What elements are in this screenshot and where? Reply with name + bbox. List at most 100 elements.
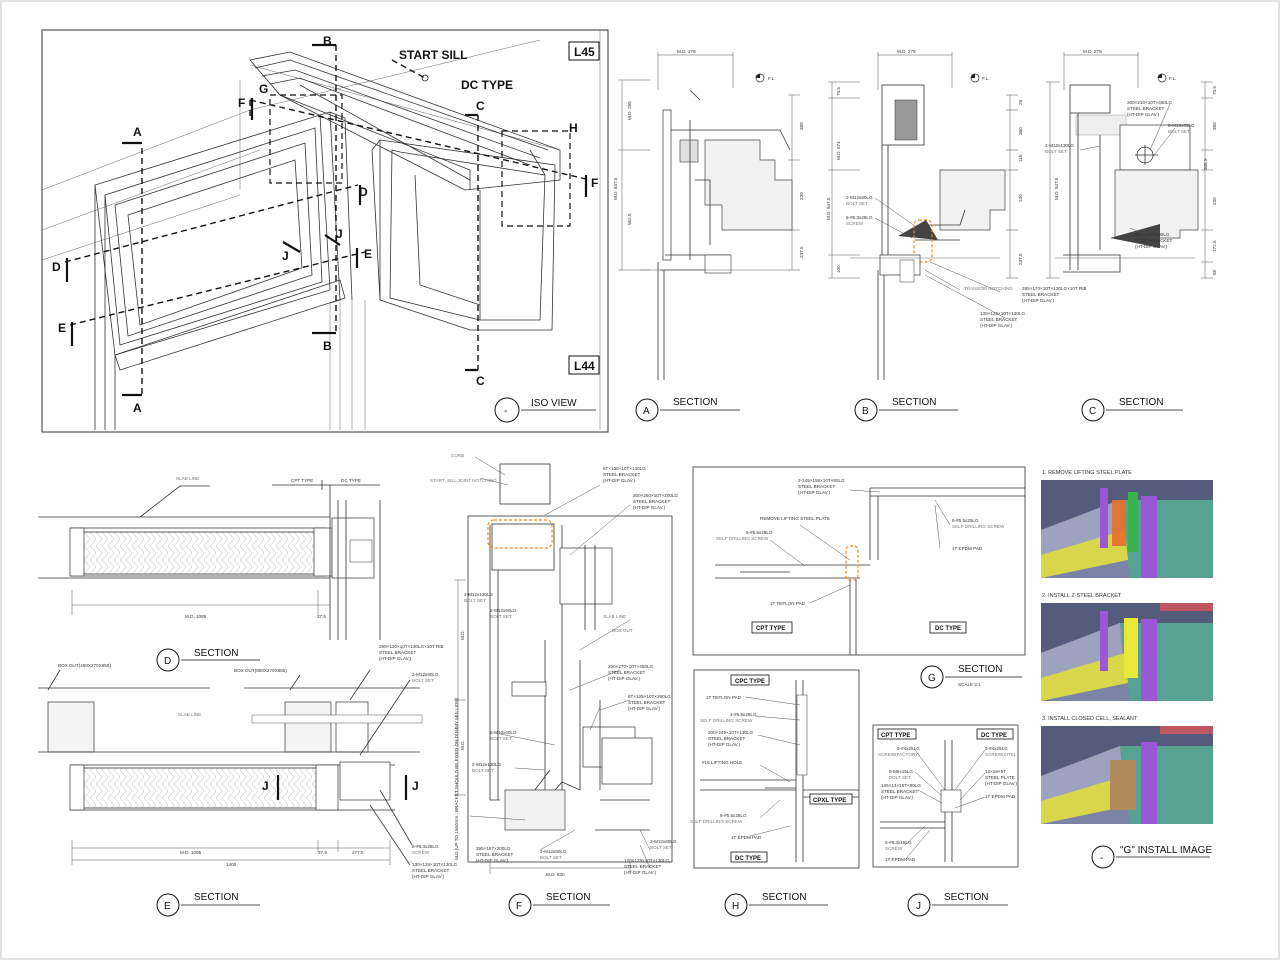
section-b-caption: SECTION [892, 397, 936, 408]
section-b-dim-right-5: 237.5 [1018, 253, 1023, 265]
section-h-note-6: 1T EPDM PAD [731, 835, 762, 840]
section-c-note-1-l3: (HT-DIP GLAV.) [1127, 112, 1160, 117]
section-e-dim-3: 277.5 [352, 850, 364, 855]
section-f-note-1-l3: (HT-DIP GLAV.) [603, 478, 636, 483]
section-e-insulation [77, 767, 319, 809]
install-step-1-label: 1. REMOVE LIFTING STEEL PLATE [1042, 470, 1132, 476]
section-a-caption: SECTION [673, 397, 717, 408]
section-j-right-note-2-l1: 13×16×5T [985, 769, 1006, 774]
section-e-box-out-2: BOX OUT(800X270X855) [234, 668, 287, 673]
section-d-dc-type: DC TYPE [341, 478, 361, 483]
section-f-note-8-sub: BOLT SET [472, 768, 494, 773]
section-c-dim-right-3: 308.5 [1203, 158, 1208, 170]
section-f-dim-2: M.D. [460, 740, 465, 750]
section-f-note-3: 2-M12x130LG [464, 592, 494, 597]
section-h-note-2-sub: SELF DRILLING SCREW [700, 718, 753, 723]
section-g-note-2: REMOVE LIFTING STEEL PLATE [760, 516, 830, 521]
section-j-dc-type: DC TYPE [981, 733, 1007, 739]
section-j-left-note-2-sub: BOLT SET [889, 775, 911, 780]
iso-detail-label-g: G [259, 82, 268, 96]
section-c-note-4-l1: 295×157×200LG [1135, 232, 1170, 237]
section-j-right-note-2-l3: (HT-DIP GLAV.) [985, 781, 1018, 786]
section-e-note-4-l1: 130×125×10T×130LG [412, 862, 458, 867]
section-b-note-3-sub: TRANSOM NOTCHING [964, 286, 1013, 291]
section-j-left-note-3-l2: STEEL BRACKET [881, 789, 919, 794]
section-g-note-5: 1T EPDM PAD [952, 546, 983, 551]
iso-cut-label-d-right: D [359, 185, 368, 199]
section-f-note-12-l2: STEEL BRACKET [624, 864, 662, 869]
section-c-note-4-l3: (HT-DIP GLAV.) [1135, 244, 1168, 249]
section-d-marker [156, 648, 180, 672]
section-c-dim-right-6: 85 [1212, 269, 1217, 275]
section-f-note-6-l3: (HT-DIP GLAV.) [628, 706, 661, 711]
section-f-dim-3: M.D. 630 [546, 872, 565, 877]
section-j-right-note-1: 5-#4x25LG [985, 746, 1008, 751]
section-h-note-3-l2: STEEL BRACKET [708, 736, 746, 741]
section-h-caption: SECTION [762, 892, 806, 903]
section-g-note-3-sub: SELF DRILLING SCREW [716, 536, 769, 541]
section-h-dc-tag [730, 851, 768, 863]
section-e-dim-4: 1400 [226, 862, 237, 867]
section-f-note-5-l3: (HT-DIP GLAV.) [608, 676, 641, 681]
section-f-note-6-l2: STEEL BRACKET [628, 700, 666, 705]
iso-cut-label-e-right: E [364, 247, 372, 261]
section-b-fl: F.L. [982, 76, 989, 81]
section-b-dim-right-2: 380 [1018, 127, 1023, 135]
section-g-dc-type: DC TYPE [935, 626, 961, 632]
section-j-marker [907, 893, 931, 917]
section-d-dim-2: 37.5 [317, 614, 326, 619]
section-e-cut-j-right: J [412, 779, 419, 793]
section-f-note-8: 2-M12x130LG [472, 762, 502, 767]
section-e-note-4-l3: (HT-DIP GLAV.) [412, 874, 445, 879]
section-b-note-5-l2: STEEL BRACKET [980, 317, 1018, 322]
section-e-caption: SECTION [194, 892, 238, 903]
cut-line-f [249, 99, 591, 181]
section-g-note-1-l1: 2-145×156×10T×50LG [798, 478, 845, 483]
iso-cut-label-j-right: J [336, 227, 343, 241]
section-c: M.D. 278 M.D. 847.5 73.5 380 308.5 230 1… [1045, 49, 1217, 422]
section-g-note-3: 6-#5.5x25LG [746, 530, 773, 535]
section-a-dim-left-1: M.D. 285 [627, 101, 632, 120]
section-e-dim-2: 37.5 [318, 850, 327, 855]
section-f-note-10-sub: BOLT SET [540, 855, 562, 860]
iso-cut-label-j-left: J [282, 249, 289, 263]
section-c-note-1-l2: STEEL BRACKET [1127, 106, 1165, 111]
section-e-note-2-sub: BOLT SET [412, 678, 434, 683]
section-f-curb: CURB [451, 453, 464, 458]
section-e-note-1-l2: STEEL BRACKET [379, 650, 417, 655]
iso-cut-label-c-bottom: C [476, 374, 485, 388]
install-step-3-label: 3. INSTALL CLOSED CELL, SEALANT [1042, 716, 1138, 722]
section-d: SLAB LINE CPT TYPE DC TYPE M.D. 1085 37.… [38, 476, 381, 672]
section-h-note-5-sub: SELF DRILLING SCREW [690, 819, 743, 824]
section-h-cpxl-type: CPXL TYPE [813, 798, 846, 804]
section-f-note-2-l3: (HT-DIP GLAV.) [633, 505, 666, 510]
section-b-highlight [913, 219, 933, 263]
section-f-note-6-l1: 6T×125×10T×260LG [628, 694, 671, 699]
section-g: 2-145×156×10T×50LG STEEL BRACKET (HT-DIP… [692, 466, 1026, 689]
cut-line-d [64, 184, 359, 263]
iso-caption-text: ISO VIEW [531, 398, 577, 409]
section-j-left-note-1-sub: SCREW(FACTORY) [878, 752, 920, 757]
section-c-note-3: 2-M12x130LG [1045, 143, 1075, 148]
section-h-frame [693, 669, 860, 869]
section-b-note-2-sub: SCREW [846, 221, 864, 226]
section-f-marker [508, 893, 532, 917]
iso-cut-label-f-right: F [591, 176, 598, 190]
section-e-marker-text: E [164, 901, 171, 912]
section-f-note-7-sub: BOLT SET [490, 736, 512, 741]
section-j-right-note-2-l2: STEEL PLATE [985, 775, 1015, 780]
section-a-marker [635, 398, 659, 422]
section-f-marker-text: F [516, 901, 522, 912]
section-b-note-4-l1: 295×170×10T×130LG×10T RIB [1022, 286, 1087, 291]
section-g-marker-text: G [928, 673, 936, 684]
section-c-dim-right-4: 230 [1212, 197, 1217, 205]
section-f-dim-1: M.D. [460, 630, 465, 640]
section-h-note-2: 4-#5.5x25LG [730, 712, 757, 717]
install-caption-marker [1091, 845, 1115, 869]
section-f-note-11: 2-M12x60LG [650, 839, 677, 844]
section-c-fl: F.L. [1169, 76, 1176, 81]
section-j-right-note-3: 1T EPDM PAD [985, 794, 1016, 799]
section-f-note-5-l2: STEEL BRACKET [608, 670, 646, 675]
iso-cut-label-a-top: A [133, 125, 142, 139]
section-g-caption: SECTION [958, 664, 1002, 675]
